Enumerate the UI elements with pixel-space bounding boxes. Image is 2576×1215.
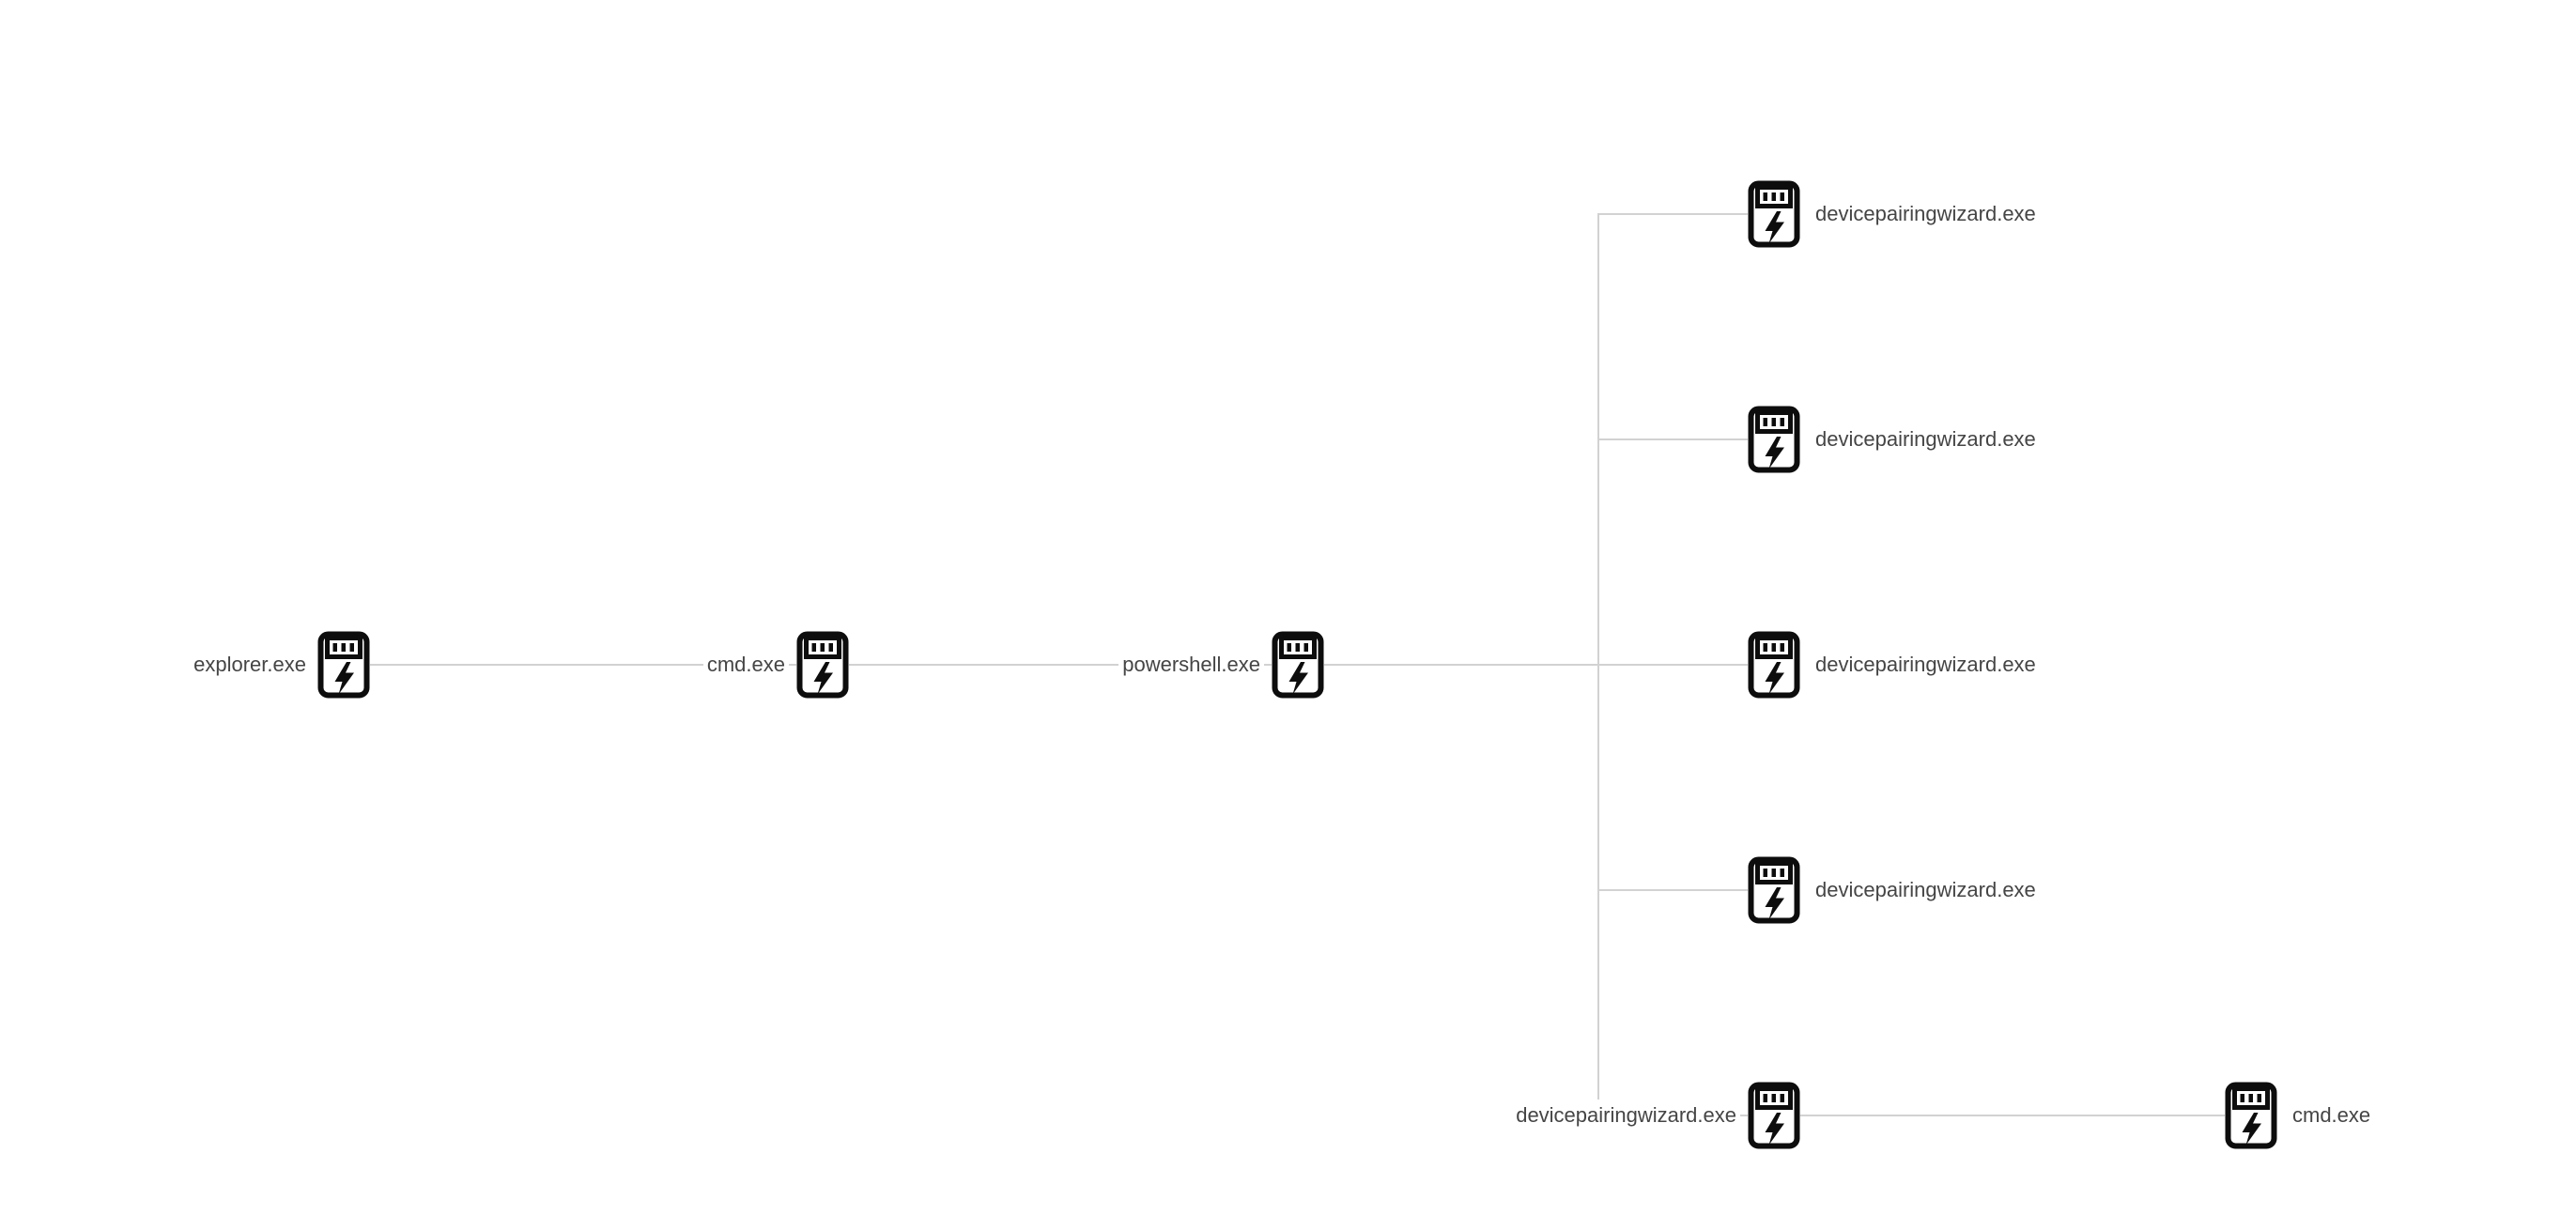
process-node-devicepairingwizard-exe[interactable]: devicepairingwizard.exe bbox=[1748, 856, 2040, 924]
process-node-devicepairingwizard-exe[interactable]: devicepairingwizard.exe bbox=[1512, 1082, 1800, 1149]
process-node-devicepairingwizard-exe[interactable]: devicepairingwizard.exe bbox=[1748, 180, 2040, 248]
process-bolt-icon bbox=[1748, 856, 1800, 924]
process-node-devicepairingwizard-exe[interactable]: devicepairingwizard.exe bbox=[1748, 631, 2040, 699]
process-label: explorer.exe bbox=[190, 649, 310, 681]
process-bolt-icon bbox=[317, 631, 370, 699]
process-label: cmd.exe bbox=[702, 649, 789, 681]
process-bolt-icon bbox=[1748, 180, 1800, 248]
process-label: devicepairingwizard.exe bbox=[1812, 874, 2040, 906]
process-bolt-icon bbox=[1272, 631, 1324, 699]
process-bolt-icon bbox=[1748, 631, 1800, 699]
process-node-devicepairingwizard-exe[interactable]: devicepairingwizard.exe bbox=[1748, 406, 2040, 473]
process-bolt-icon bbox=[2225, 1082, 2277, 1149]
process-node-powershell-exe[interactable]: powershell.exe bbox=[1118, 631, 1324, 699]
process-label: devicepairingwizard.exe bbox=[1512, 1100, 1740, 1131]
process-label: devicepairingwizard.exe bbox=[1812, 649, 2040, 681]
process-node-explorer-exe[interactable]: explorer.exe bbox=[190, 631, 370, 699]
process-node-cmd-exe[interactable]: cmd.exe bbox=[2225, 1082, 2375, 1149]
edge-n3-n5 bbox=[1298, 438, 1774, 666]
process-label: powershell.exe bbox=[1118, 649, 1264, 681]
process-label: cmd.exe bbox=[2289, 1100, 2375, 1131]
process-bolt-icon bbox=[1748, 1082, 1800, 1149]
process-bolt-icon bbox=[1748, 406, 1800, 473]
edge-n3-n7 bbox=[1298, 664, 1774, 891]
process-label: devicepairingwizard.exe bbox=[1812, 198, 2040, 230]
process-bolt-icon bbox=[796, 631, 849, 699]
process-label: devicepairingwizard.exe bbox=[1812, 423, 2040, 455]
process-node-cmd-exe[interactable]: cmd.exe bbox=[702, 631, 849, 699]
